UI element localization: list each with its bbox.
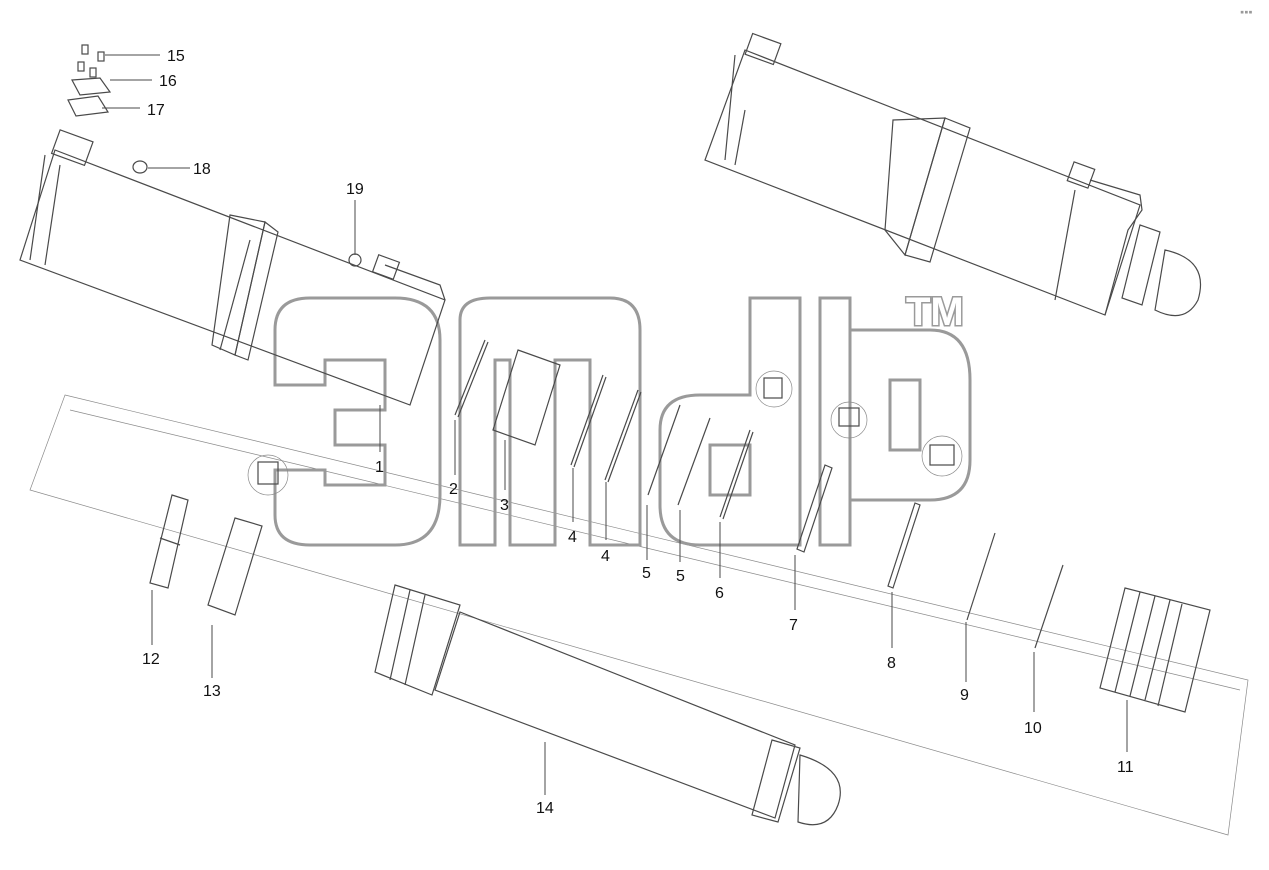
cover-plate [71, 77, 112, 96]
callout-5a: 5 [642, 565, 651, 582]
bushing-12 [149, 494, 189, 589]
callout-13: 13 [203, 683, 221, 700]
fitting [348, 253, 362, 267]
callout-10: 10 [1024, 720, 1042, 737]
callout-11: 11 [1117, 759, 1134, 776]
seal-5b [677, 417, 711, 506]
ring-9 [966, 532, 996, 621]
callout-12: 12 [142, 651, 160, 668]
ring-8 [887, 435, 963, 589]
sleeve [492, 349, 561, 446]
bolt-set [77, 44, 105, 78]
callout-2: 2 [449, 481, 458, 498]
bushing-13 [207, 454, 289, 616]
assembly-axis-frame [29, 394, 1249, 836]
callout-14: 14 [536, 800, 554, 817]
assembled-cylinder [704, 32, 1202, 317]
callout-7: 7 [789, 617, 798, 634]
seal-5a [647, 404, 681, 496]
gasket [67, 95, 110, 117]
callout-17: 17 [147, 102, 165, 119]
watermark-logo: TM [273, 289, 972, 547]
cylinder-barrel [19, 129, 446, 406]
callout-8: 8 [887, 655, 896, 672]
watermark-trademark: TM [906, 290, 964, 334]
callout-5b: 5 [676, 568, 685, 585]
callout-labels: 1 2 3 4 4 5 5 6 7 8 9 10 11 12 13 14 15 … [142, 48, 1134, 817]
callout-9: 9 [960, 687, 969, 704]
callout-19: 19 [346, 181, 364, 198]
piston-rod [374, 584, 841, 826]
leader-lines [102, 54, 1128, 795]
callout-3: 3 [500, 497, 509, 514]
piston [1099, 587, 1211, 713]
ring-6 [719, 370, 793, 520]
plug [132, 160, 148, 174]
callout-4a: 4 [568, 529, 577, 546]
ring-2 [454, 339, 489, 418]
callout-16: 16 [159, 73, 177, 90]
corner-mark: ▪▪▪ [1240, 8, 1253, 16]
callout-1: 1 [375, 459, 384, 476]
callout-4b: 4 [601, 548, 610, 565]
ring-7 [796, 401, 868, 553]
ring-4b [604, 389, 642, 483]
callout-15: 15 [167, 48, 185, 65]
ring-10 [1034, 564, 1064, 649]
callout-6: 6 [715, 585, 724, 602]
ring-4a [570, 374, 607, 468]
callout-18: 18 [193, 161, 211, 178]
